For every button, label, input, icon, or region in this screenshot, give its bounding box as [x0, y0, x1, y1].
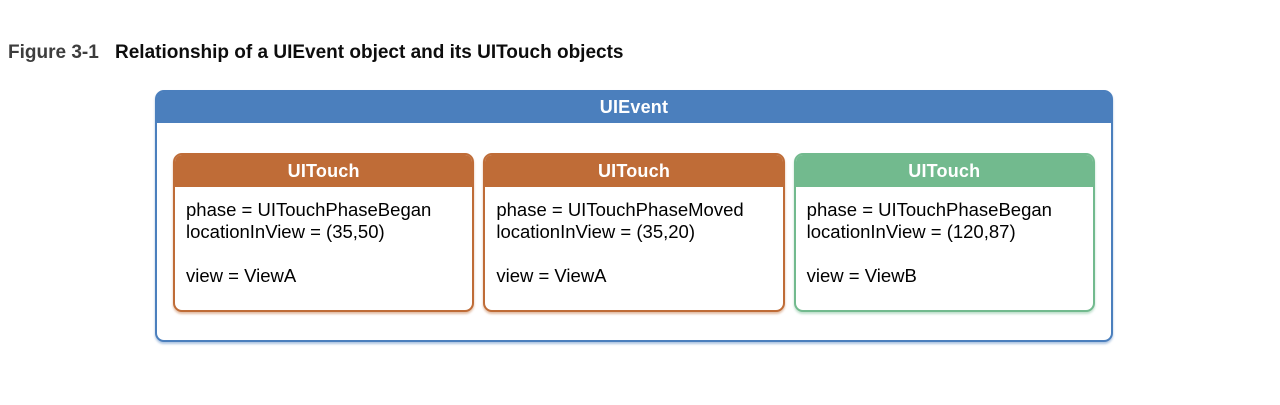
uitouch-3-view: view = ViewB: [806, 265, 917, 286]
uitouch-2-phase: phase = UITouchPhaseMoved: [496, 199, 744, 220]
uitouch-1-view: view = ViewA: [186, 265, 297, 286]
uitouch-box-3: UITouch phase = UITouchPhaseBegan locati…: [793, 153, 1095, 312]
uitouch-box-2: UITouch phase = UITouchPhaseMoved locati…: [483, 153, 785, 312]
uitouch-header-1: UITouch: [175, 155, 473, 187]
uitouch-lines-3: phase = UITouchPhaseBegan locationInView…: [796, 187, 1093, 287]
uitouch-3-spacer: [807, 243, 1083, 265]
figure-label: Figure 3-1: [8, 42, 99, 63]
uitouch-2-spacer: [496, 243, 772, 265]
uitouch-lines-2: phase = UITouchPhaseMoved locationInView…: [485, 187, 782, 287]
uitouch-1-location: locationInView = (35,50): [186, 221, 385, 242]
uievent-content: UITouch phase = UITouchPhaseBegan locati…: [157, 123, 1111, 312]
figure-caption-row: Figure 3-1 Relationship of a UIEvent obj…: [8, 42, 623, 64]
uitouch-header-2: UITouch: [485, 155, 783, 187]
figure-caption: Relationship of a UIEvent object and its…: [115, 42, 624, 63]
uitouch-lines-1: phase = UITouchPhaseBegan locationInView…: [175, 187, 472, 287]
uitouch-3-location: locationInView = (120,87): [806, 221, 1016, 242]
uievent-header: UIEvent: [157, 92, 1111, 123]
uitouch-3-phase: phase = UITouchPhaseBegan: [806, 199, 1052, 220]
uitouch-header-3: UITouch: [795, 155, 1093, 187]
uievent-box: UIEvent UITouch phase = UITouchPhaseBega…: [155, 90, 1113, 342]
uitouch-2-location: locationInView = (35,20): [496, 221, 695, 242]
uitouch-2-view: view = ViewA: [496, 265, 607, 286]
uitouch-1-spacer: [186, 243, 462, 265]
uitouch-1-phase: phase = UITouchPhaseBegan: [186, 199, 432, 220]
uitouch-box-1: UITouch phase = UITouchPhaseBegan locati…: [173, 153, 475, 312]
